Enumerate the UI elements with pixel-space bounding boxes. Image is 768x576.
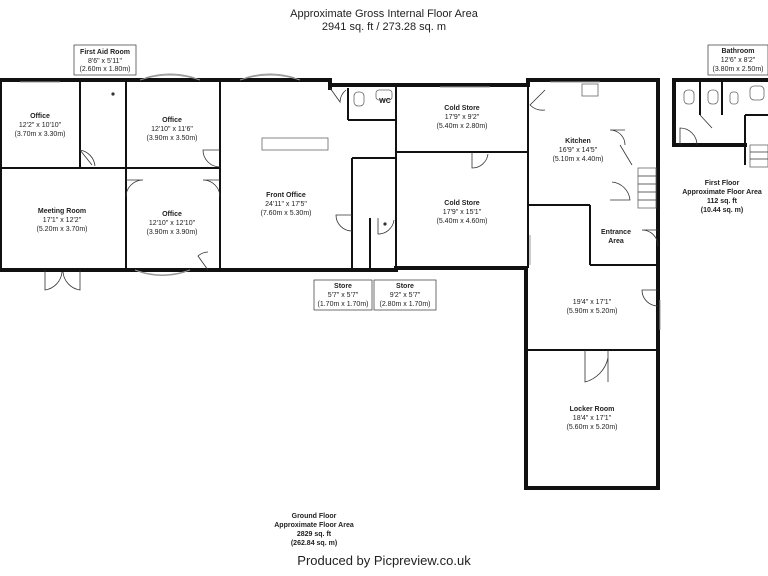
label-meeting-room: Meeting Room 17'1" x 12'2" (5.20m x 3.70… [37,208,88,233]
svg-text:(5.10m x 4.40m): (5.10m x 4.40m) [553,156,604,163]
svg-text:Cold Store: Cold Store [444,105,479,112]
svg-text:Bathroom: Bathroom [721,48,754,55]
header-line-1: Approximate Gross Internal Floor Area [290,8,478,20]
svg-text:12'6" x 8'2": 12'6" x 8'2" [721,57,756,64]
svg-text:(5.90m x 5.20m): (5.90m x 5.20m) [567,308,618,315]
svg-text:Office: Office [162,211,182,218]
svg-text:(3.70m x 3.30m): (3.70m x 3.30m) [15,131,66,138]
svg-text:12'2" x 10'10": 12'2" x 10'10" [19,122,62,129]
label-office-c: Office 12'10" x 12'10" (3.90m x 3.90m) [147,211,198,236]
svg-text:Locker Room: Locker Room [570,406,615,413]
windows [20,73,661,330]
svg-text:112 sq. ft: 112 sq. ft [707,198,738,205]
svg-text:17'1" x 12'2": 17'1" x 12'2" [43,217,82,224]
svg-text:19'4" x 17'1": 19'4" x 17'1" [573,299,612,306]
stairs-icon [637,167,657,209]
label-unnamed-room: 19'4" x 17'1" (5.90m x 5.20m) [567,299,618,315]
svg-text:17'9" x 15'1": 17'9" x 15'1" [443,209,482,216]
svg-text:Meeting Room: Meeting Room [38,208,86,215]
svg-text:Approximate Floor Area: Approximate Floor Area [274,522,354,529]
svg-text:Approximate Floor Area: Approximate Floor Area [682,189,762,196]
svg-text:18'4" x 17'1": 18'4" x 17'1" [573,415,612,422]
first-aid-name: First Aid Room [80,49,130,56]
svg-text:(10.44 sq. m): (10.44 sq. m) [701,207,743,214]
svg-text:17'9" x 9'2": 17'9" x 9'2" [445,114,480,121]
svg-text:2829 sq. ft: 2829 sq. ft [297,531,332,538]
ground-floor-interior-walls [0,80,658,351]
sink-icon [375,89,393,101]
svg-text:8'6" x 5'11": 8'6" x 5'11" [88,58,122,65]
header-line-2: 2941 sq. ft / 273.28 sq. m [321,21,447,33]
label-locker-room: Locker Room 18'4" x 17'1" (5.60m x 5.20m… [567,406,618,431]
svg-text:12'10" x 12'10": 12'10" x 12'10" [149,220,196,227]
svg-text:9'2" x 5'7": 9'2" x 5'7" [390,292,421,299]
svg-text:Front Office: Front Office [266,192,306,199]
ground-floor-area: Ground Floor Approximate Floor Area 2829… [274,513,354,547]
first-floor-area: First Floor Approximate Floor Area 112 s… [682,180,762,214]
svg-text:Ground Floor: Ground Floor [292,513,337,520]
label-front-office: Front Office 24'11" x 17'5" (7.60m x 5.3… [261,192,312,217]
label-entrance: Entrance Area [601,229,631,245]
label-cold-store-1: Cold Store 17'9" x 9'2" (5.40m x 2.80m) [437,105,488,130]
svg-text:Store: Store [396,283,414,290]
svg-text:(5.40m x 4.60m): (5.40m x 4.60m) [437,218,488,225]
label-kitchen: Kitchen 16'9" x 14'5" (5.10m x 4.40m) [553,138,604,163]
svg-text:(5.40m x 2.80m): (5.40m x 2.80m) [437,123,488,130]
label-first-aid: First Aid Room 8'6" x 5'11" (2.60m x 1.8… [73,44,137,76]
label-office-a: Office 12'2" x 10'10" (3.70m x 3.30m) [15,113,66,138]
svg-text:(2.60m x 1.80m): (2.60m x 1.80m) [80,66,131,73]
svg-text:Entrance: Entrance [601,229,631,236]
label-store-1: Store 5'7" x 5'7" (1.70m x 1.70m) [313,279,373,311]
svg-text:Area: Area [608,238,624,245]
svg-text:Cold Store: Cold Store [444,200,479,207]
svg-text:(2.80m x 1.70m): (2.80m x 1.70m) [380,301,431,308]
svg-text:Office: Office [30,113,50,120]
svg-text:(3.80m x 2.50m): (3.80m x 2.50m) [713,66,764,73]
ground-floor-walls [0,78,660,490]
label-cold-store-2: Cold Store 17'9" x 15'1" (5.40m x 4.60m) [437,200,488,225]
doors [44,87,659,383]
svg-text:(5.20m x 3.70m): (5.20m x 3.70m) [37,226,88,233]
svg-text:(262.84 sq. m): (262.84 sq. m) [291,540,337,547]
svg-text:16'9" x 14'5": 16'9" x 14'5" [559,147,598,154]
toilet-icon [353,91,365,107]
svg-text:(1.70m x 1.70m): (1.70m x 1.70m) [318,301,369,308]
kitchen-sink-icon [581,83,599,97]
svg-text:24'11" x 17'5": 24'11" x 17'5" [265,201,307,208]
svg-text:Store: Store [334,283,352,290]
label-store-2: Store 9'2" x 5'7" (2.80m x 1.70m) [373,279,437,311]
svg-text:First Floor: First Floor [705,180,740,187]
first-floor-walls [672,78,768,168]
produced-by-credit: Produced by Picpreview.co.uk [297,553,471,568]
post-icon [111,92,115,96]
fixtures [111,83,657,226]
label-wc: WC [379,98,391,105]
svg-text:Office: Office [162,117,182,124]
svg-text:WC: WC [379,98,391,105]
svg-text:12'10" x 11'6": 12'10" x 11'6" [151,126,193,133]
counter-icon [261,137,329,151]
svg-text:(3.90m x 3.50m): (3.90m x 3.50m) [147,135,198,142]
svg-text:Kitchen: Kitchen [565,138,591,145]
svg-text:5'7" x 5'7": 5'7" x 5'7" [328,292,359,299]
svg-text:(5.60m x 5.20m): (5.60m x 5.20m) [567,424,618,431]
label-bathroom: Bathroom 12'6" x 8'2" (3.80m x 2.50m) [707,44,768,76]
label-office-b: Office 12'10" x 11'6" (3.90m x 3.50m) [147,117,198,142]
svg-text:(3.90m x 3.90m): (3.90m x 3.90m) [147,229,198,236]
svg-text:(7.60m x 5.30m): (7.60m x 5.30m) [261,210,312,217]
